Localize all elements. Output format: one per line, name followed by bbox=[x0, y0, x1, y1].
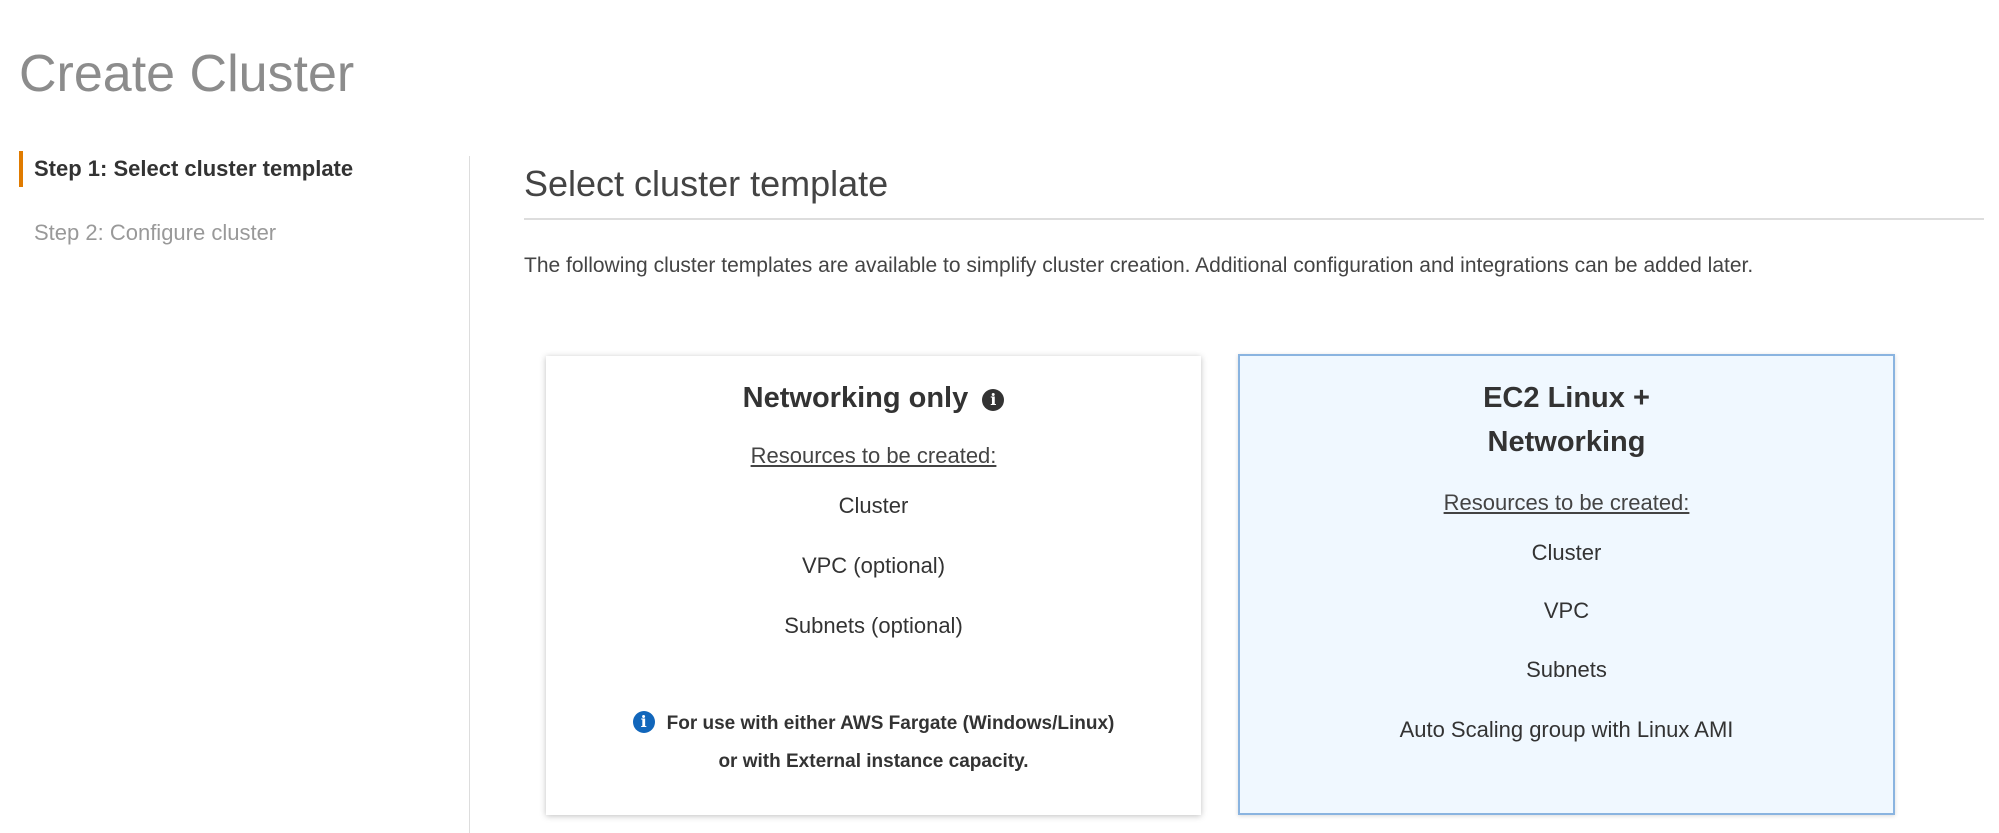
step-2-link[interactable]: Step 2: Configure cluster bbox=[34, 220, 277, 245]
note-text-1: For use with either AWS Fargate (Windows… bbox=[666, 713, 1115, 734]
info-circle-icon: i bbox=[632, 711, 655, 733]
sidebar-divider bbox=[469, 156, 470, 833]
template-card-networking-only[interactable]: Networking only i Resources to be create… bbox=[546, 356, 1201, 815]
resource-item: Subnets bbox=[1526, 657, 1607, 682]
section-description: The following cluster templates are avai… bbox=[524, 254, 1754, 277]
card-title-line-2: Networking bbox=[1487, 426, 1646, 458]
template-card-ec2-linux-networking[interactable]: EC2 Linux + Networking Resources to be c… bbox=[1238, 354, 1895, 815]
resources-label: Resources to be created: bbox=[546, 443, 1201, 469]
resource-item: Auto Scaling group with Linux AMI bbox=[1399, 717, 1734, 742]
resources-label: Resources to be created: bbox=[1240, 490, 1893, 516]
card-title: Networking only i bbox=[546, 376, 1201, 420]
page-title: Create Cluster bbox=[19, 45, 355, 103]
section-divider bbox=[524, 218, 1984, 220]
card-note: i For use with either AWS Fargate (Window… bbox=[546, 705, 1201, 781]
info-circle-icon[interactable]: i bbox=[982, 389, 1005, 411]
resource-item: VPC bbox=[1543, 598, 1590, 623]
resources-label-text: Resources to be created: bbox=[1443, 490, 1690, 515]
note-line-1: i For use with either AWS Fargate (Window… bbox=[546, 705, 1201, 743]
card-title-text: Networking only bbox=[742, 382, 969, 414]
resources-label-text: Resources to be created: bbox=[750, 443, 997, 468]
active-step-indicator bbox=[19, 151, 23, 187]
section-title: Select cluster template bbox=[524, 163, 889, 204]
resource-item: Subnets (optional) bbox=[784, 613, 963, 638]
card-title-line-1: EC2 Linux + bbox=[1483, 382, 1650, 414]
step-1-link[interactable]: Step 1: Select cluster template bbox=[34, 156, 354, 181]
note-line-2: or with External instance capacity. bbox=[718, 751, 1029, 772]
resource-item: VPC (optional) bbox=[801, 553, 946, 578]
resource-item: Cluster bbox=[838, 493, 909, 518]
resource-item: Cluster bbox=[1531, 540, 1602, 565]
